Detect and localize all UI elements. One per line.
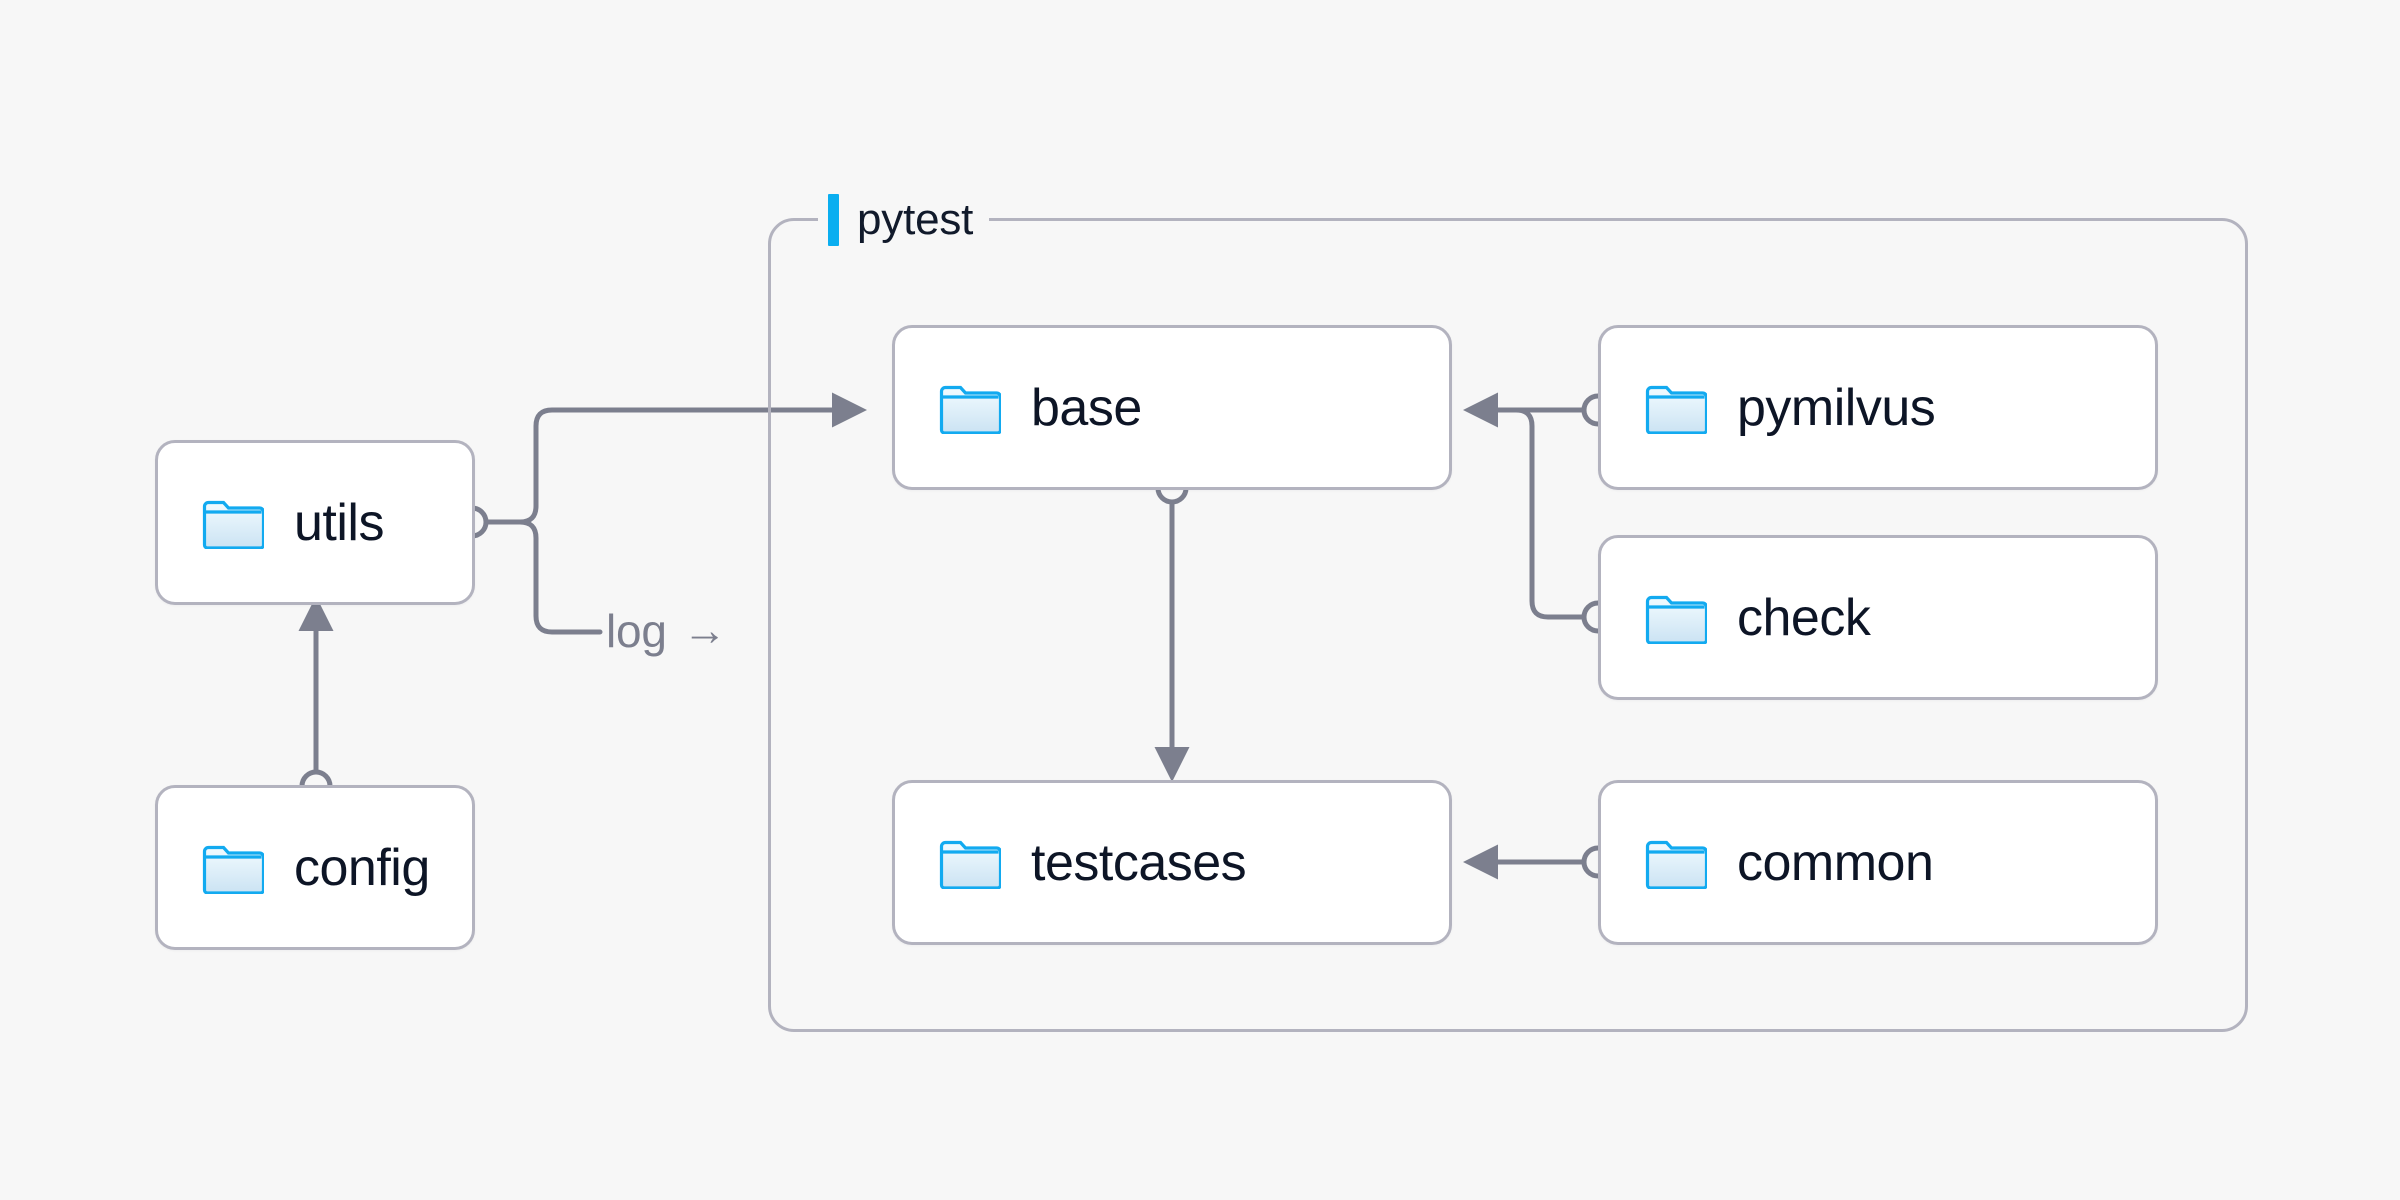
node-config[interactable]: config [155,785,475,950]
node-utils-label: utils [294,493,384,552]
folder-icon [202,845,264,894]
edge-label-log-text: log [606,605,667,657]
node-common[interactable]: common [1598,780,2158,945]
edge-label-log: log → [606,608,727,654]
node-check-label: check [1737,588,1871,647]
node-common-label: common [1737,833,1934,892]
pytest-group-header: pytest [818,192,990,248]
edge-utils-to-log [485,519,603,635]
folder-icon [1645,840,1707,889]
arrow-right-icon: → [682,606,727,655]
folder-icon [202,500,264,549]
node-testcases-label: testcases [1031,833,1247,892]
node-config-label: config [294,838,430,897]
group-accent-bar [828,194,839,246]
node-utils[interactable]: utils [155,440,475,605]
folder-icon [939,840,1001,889]
node-testcases[interactable]: testcases [892,780,1452,945]
group-title-label: pytest [857,195,974,244]
node-check[interactable]: check [1598,535,2158,700]
folder-icon [1645,385,1707,434]
node-pymilvus-label: pymilvus [1737,378,1936,437]
folder-icon [1645,595,1707,644]
folder-icon [939,385,1001,434]
pytest-group-container[interactable] [768,218,2248,1032]
node-base-label: base [1031,378,1142,437]
node-pymilvus[interactable]: pymilvus [1598,325,2158,490]
node-base[interactable]: base [892,325,1452,490]
